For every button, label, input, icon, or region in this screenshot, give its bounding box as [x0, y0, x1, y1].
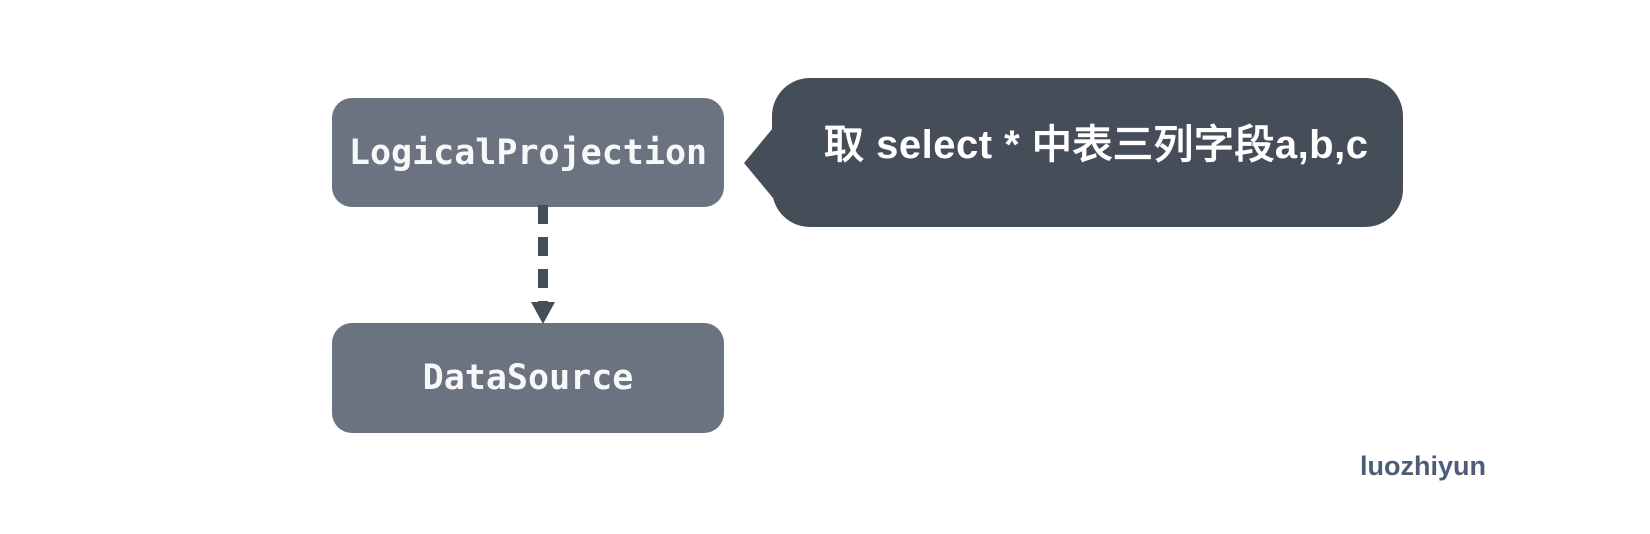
dashed-arrow-edge: [531, 205, 555, 324]
watermark: luozhiyun: [1360, 451, 1486, 481]
node-logical-projection-label: LogicalProjection: [348, 132, 708, 173]
node-data-source-label: DataSource: [422, 358, 634, 398]
arrowhead-down-icon: [531, 302, 555, 324]
callout-bubble: 取 select * 中表三列字段a,b,c: [744, 78, 1403, 227]
callout-text: 取 select * 中表三列字段a,b,c: [824, 123, 1369, 167]
node-data-source: DataSource: [332, 323, 724, 433]
callout-tail-icon: [744, 128, 773, 198]
node-logical-projection: LogicalProjection: [332, 98, 724, 207]
